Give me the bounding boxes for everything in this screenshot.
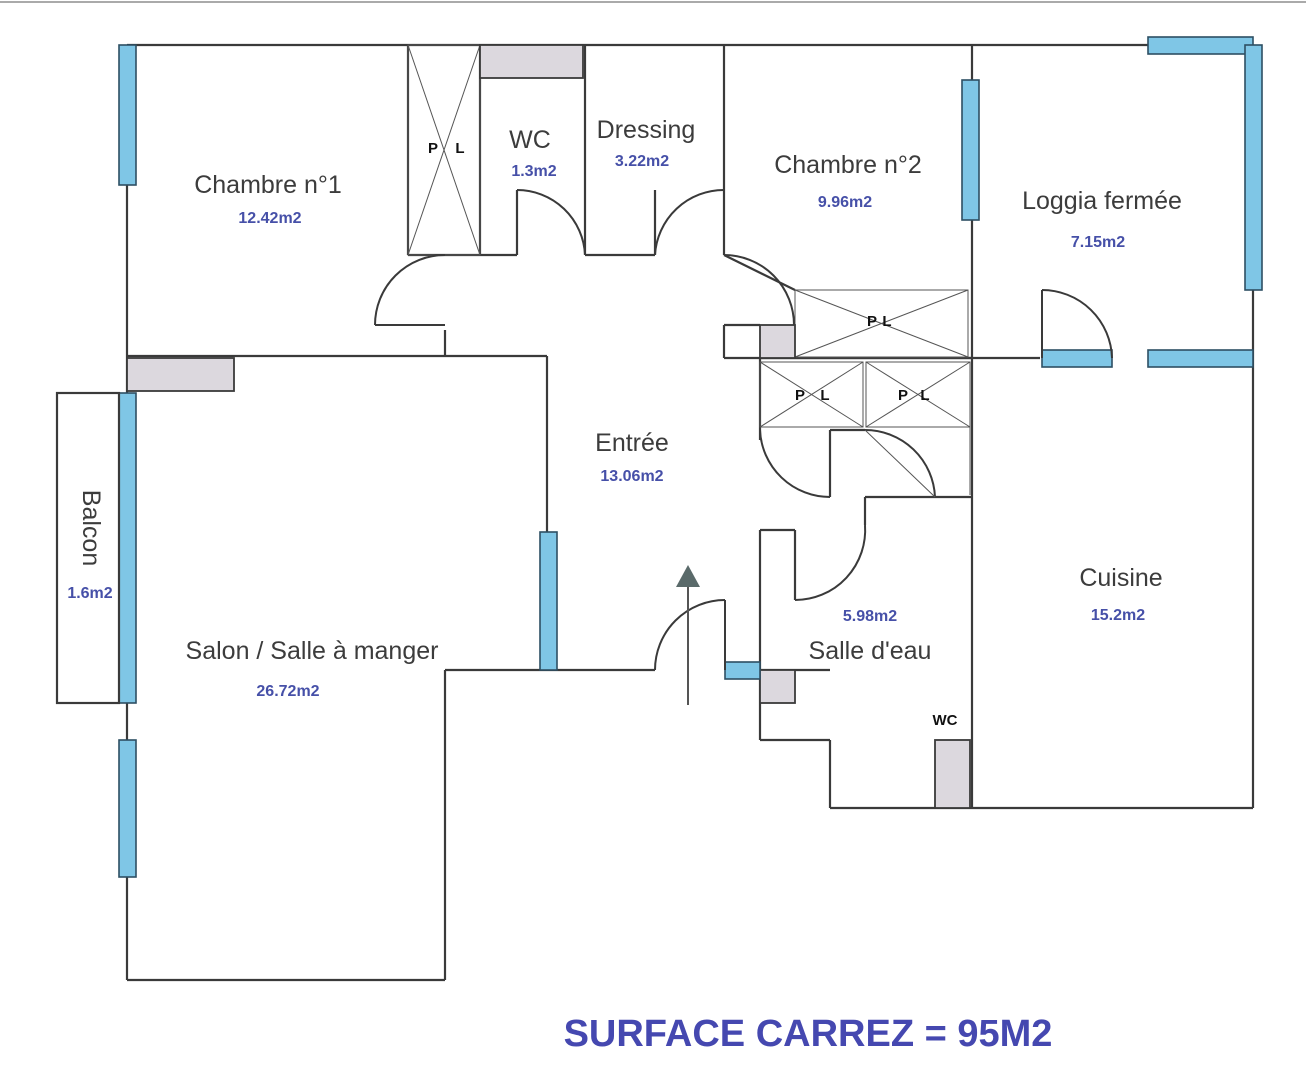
room-area-salle-eau: 5.98m2 xyxy=(843,608,897,625)
closet1-l-label: L xyxy=(455,140,464,157)
room-area-salon: 26.72m2 xyxy=(256,683,319,700)
room-name-chambre1: Chambre n°1 xyxy=(194,171,342,199)
room-area-entree: 13.06m2 xyxy=(600,468,663,485)
room-area-chambre1: 12.42m2 xyxy=(238,210,301,227)
closet3-p-label: P xyxy=(795,387,805,404)
room-name-wc: WC xyxy=(509,126,551,154)
room-name-entree: Entrée xyxy=(595,429,669,457)
doors xyxy=(374,188,1113,705)
room-area-dressing: 3.22m2 xyxy=(615,153,669,170)
closet4-p-label: P xyxy=(898,387,908,404)
total-surface: SURFACE CARREZ = 95M2 xyxy=(564,1013,1053,1055)
room-name-loggia: Loggia fermée xyxy=(1022,187,1182,215)
gray-blocks xyxy=(126,44,971,809)
room-name-cuisine: Cuisine xyxy=(1079,564,1162,592)
room-name-dressing: Dressing xyxy=(597,116,696,144)
closet1-p-label: P xyxy=(428,140,438,157)
wc-small-label: WC xyxy=(933,712,958,729)
closet2-l-label: L xyxy=(882,313,891,330)
room-area-chambre2: 9.96m2 xyxy=(818,194,872,211)
room-name-salon: Salon / Salle à manger xyxy=(186,637,439,665)
room-area-balcon: 1.6m2 xyxy=(67,585,112,602)
room-name-balcon: Balcon xyxy=(77,490,105,566)
room-area-wc: 1.3m2 xyxy=(511,163,556,180)
closets xyxy=(407,44,971,495)
room-name-salle-eau: Salle d'eau xyxy=(809,637,932,665)
closet2-p-label: P xyxy=(867,313,877,330)
room-area-cuisine: 15.2m2 xyxy=(1091,607,1145,624)
windows xyxy=(118,36,1263,878)
balcony-outline xyxy=(55,391,121,705)
room-name-chambre2: Chambre n°2 xyxy=(774,151,922,179)
closet4-l-label: L xyxy=(920,387,929,404)
room-area-loggia: 7.15m2 xyxy=(1071,234,1125,251)
closet3-l-label: L xyxy=(820,387,829,404)
